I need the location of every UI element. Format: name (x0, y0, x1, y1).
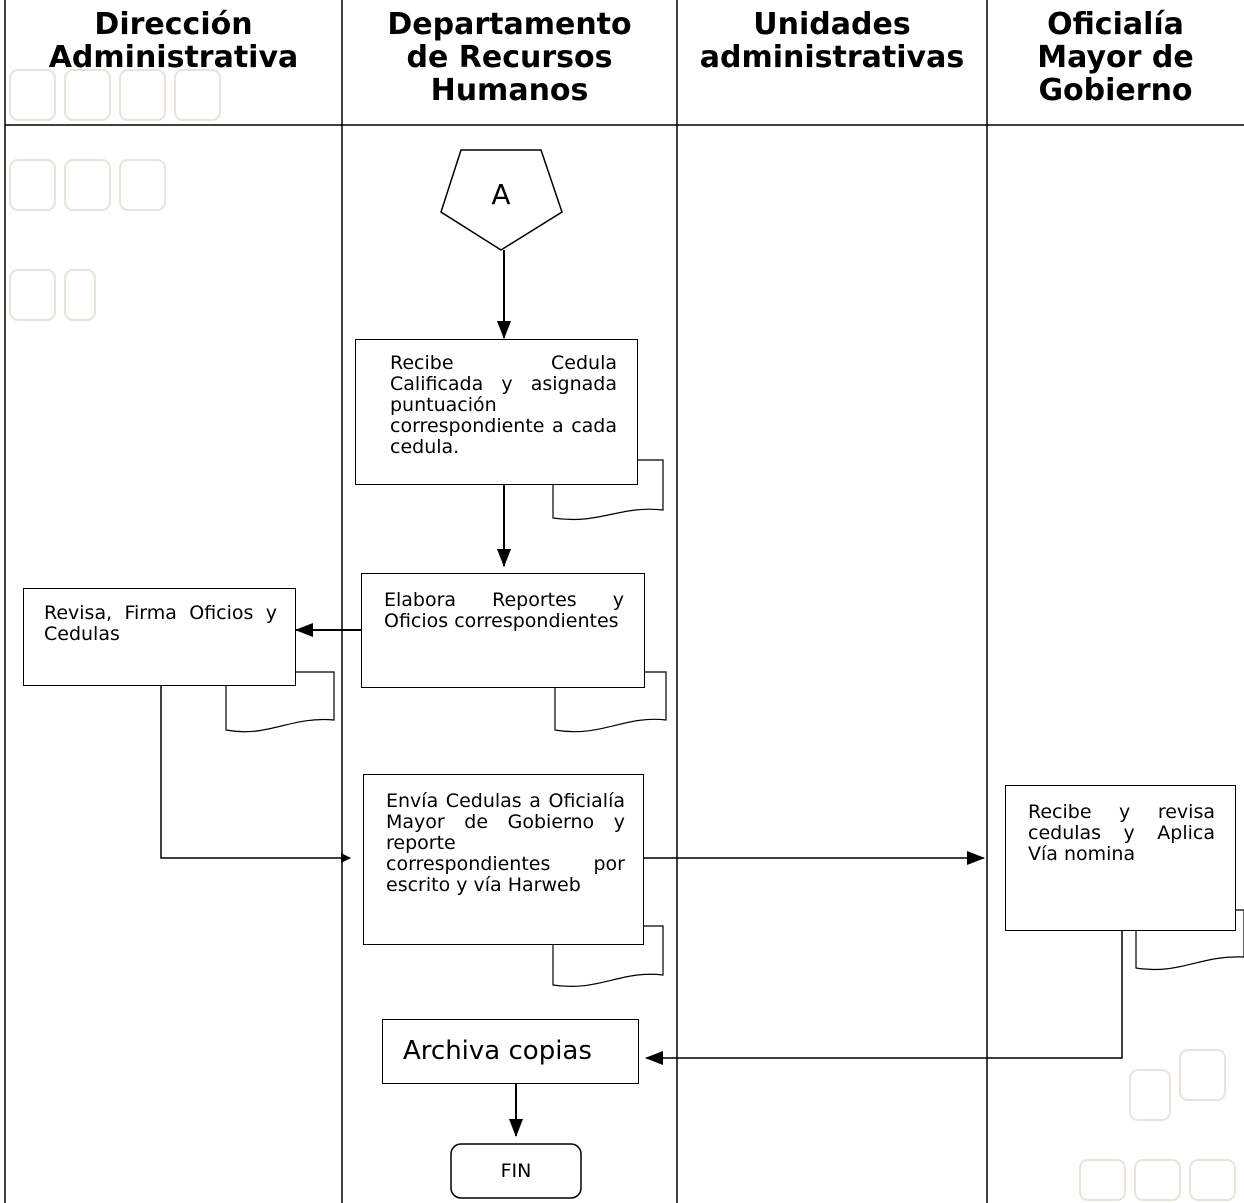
lane-title-line: Oficialía (1047, 7, 1184, 42)
lane-title-line: de Recursos (406, 40, 613, 75)
step-text: Archiva copias (403, 1036, 592, 1066)
step-revisa-firma: Revisa, Firma Oficios y Cedulas (23, 588, 296, 686)
step-text: Recibe Cedula Calificada y asignada punt… (390, 352, 617, 458)
step-recibe-cedula: Recibe Cedula Calificada y asignada punt… (355, 339, 638, 485)
step-elabora-reportes: Elabora Reportes y Oficios correspondien… (361, 573, 645, 688)
offpage-connector (440, 149, 563, 251)
step-text: Revisa, Firma Oficios y Cedulas (44, 602, 277, 645)
step-text: Recibe y revisa cedulas y Aplica Vía nom… (1028, 801, 1215, 865)
watermark-seals (9, 69, 1236, 1201)
step-recibe-revisa: Recibe y revisa cedulas y Aplica Vía nom… (1005, 785, 1236, 931)
lane-title-line: Humanos (430, 73, 589, 108)
lane-title-line: Administrativa (48, 40, 299, 75)
lane-title-oficialia: Oficialía Mayor de Gobierno (987, 8, 1244, 107)
connector-label: A (491, 178, 511, 211)
lane-title-unidades: Unidades administrativas (677, 8, 987, 74)
step-archiva: Archiva copias (382, 1019, 639, 1084)
lane-title-line: Departamento (387, 7, 632, 42)
lane-title-recursos-humanos: Departamento de Recursos Humanos (342, 8, 677, 107)
lane-title-line: Unidades (753, 7, 911, 42)
step-text: Elabora Reportes y Oficios correspondien… (384, 589, 624, 632)
lane-title-line: Gobierno (1038, 73, 1193, 108)
step-envia-cedulas: Envía Cedulas a Oficialía Mayor de Gobie… (363, 774, 644, 945)
lane-title-line: Mayor de (1037, 40, 1194, 75)
step-text: Envía Cedulas a Oficialía Mayor de Gobie… (386, 790, 625, 896)
lane-title-line: administrativas (699, 40, 965, 75)
end-terminator (450, 1143, 582, 1199)
end-label: FIN (500, 1160, 532, 1182)
lane-title-direccion: Dirección Administrativa (5, 8, 342, 74)
document-shape (225, 671, 335, 733)
lane-title-line: Dirección (94, 7, 253, 42)
